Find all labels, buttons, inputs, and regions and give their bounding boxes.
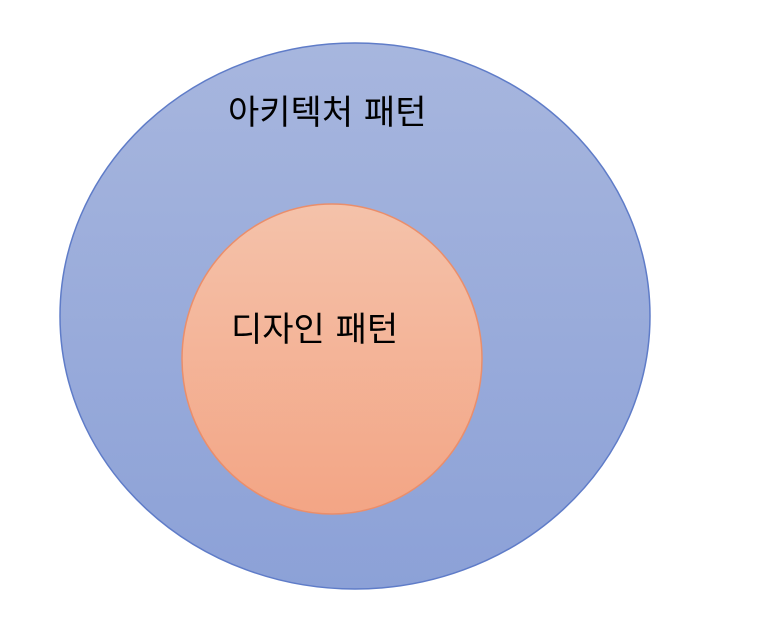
design-pattern-circle — [181, 203, 483, 515]
design-pattern-label: 디자인 패턴 — [231, 310, 399, 350]
architecture-pattern-label: 아키텍처 패턴 — [228, 93, 427, 133]
